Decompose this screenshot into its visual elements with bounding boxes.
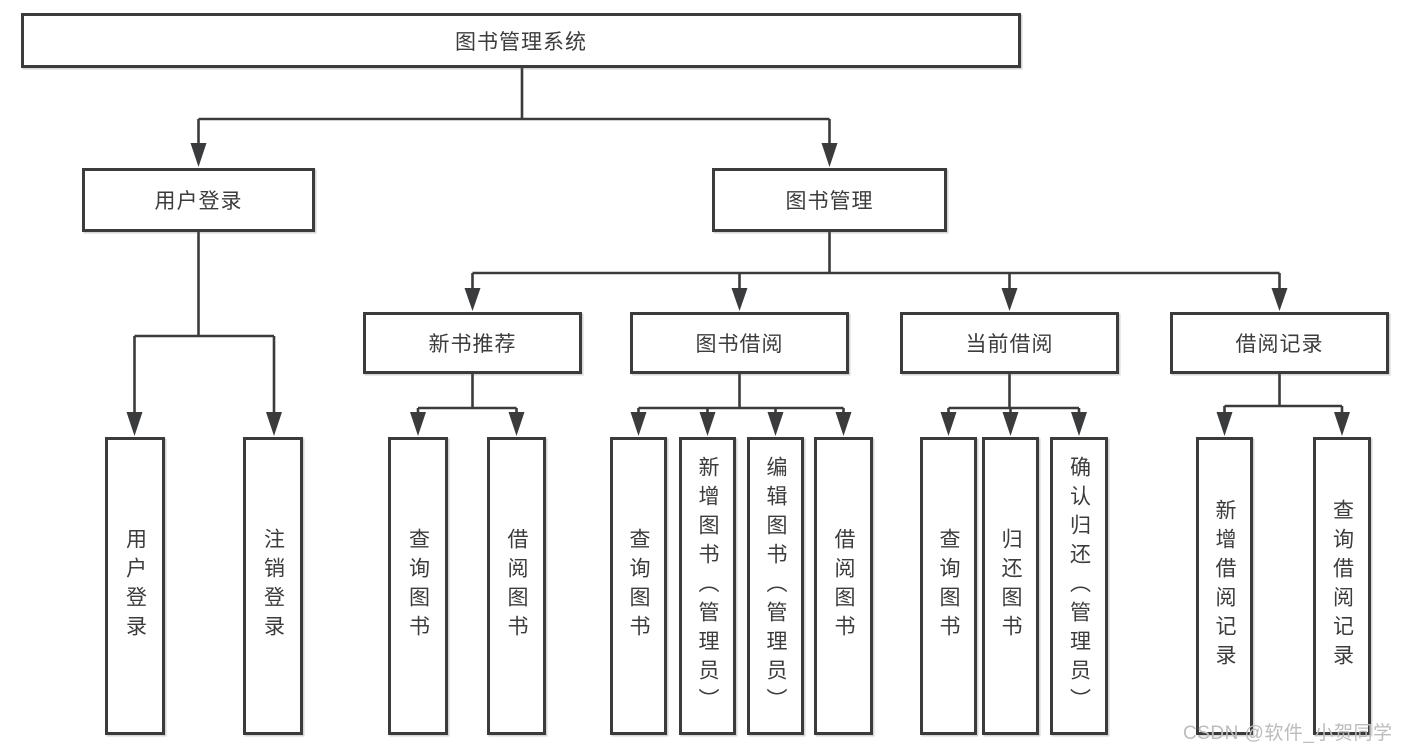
current-borrowing-node: 当前借阅 <box>900 312 1119 374</box>
leaf-add-borrow-record: 新增借阅记录 <box>1196 437 1253 735</box>
leaf-search-books-recommend: 查询图书 <box>388 437 448 735</box>
leaf-borrow-books-recommend-label: 借阅图书 <box>505 528 528 644</box>
leaf-confirm-return-admin-label: 确认归还（管理员） <box>1067 455 1091 717</box>
leaf-borrow-books-label: 借阅图书 <box>832 528 855 644</box>
user-login-node-label: 用户登录 <box>154 190 243 213</box>
leaf-search-borrow-record-label: 查询借阅记录 <box>1330 499 1354 673</box>
leaf-search-books-current-label: 查询图书 <box>937 528 960 644</box>
leaf-confirm-return-admin: 确认归还（管理员） <box>1050 437 1108 735</box>
leaf-edit-books-admin: 编辑图书（管理员） <box>747 437 804 735</box>
leaf-logout-label: 注销登录 <box>261 528 285 644</box>
current-borrowing-label: 当前借阅 <box>965 333 1054 356</box>
book-management-node-label: 图书管理 <box>785 190 874 213</box>
leaf-search-books-recommend-label: 查询图书 <box>406 528 430 644</box>
new-book-recommendation-label: 新书推荐 <box>428 333 517 356</box>
leaf-search-books-borrow: 查询图书 <box>610 437 667 735</box>
leaf-user-login: 用户登录 <box>105 437 165 735</box>
leaf-add-borrow-record-label: 新增借阅记录 <box>1213 499 1236 673</box>
leaf-borrow-books-recommend: 借阅图书 <box>487 437 546 735</box>
leaf-return-books-label: 归还图书 <box>999 528 1022 644</box>
leaf-borrow-books: 借阅图书 <box>814 437 873 735</box>
leaf-search-books-current: 查询图书 <box>920 437 977 735</box>
leaf-search-borrow-record: 查询借阅记录 <box>1313 437 1371 735</box>
user-login-node: 用户登录 <box>82 168 315 232</box>
leaf-user-login-label: 用户登录 <box>123 528 147 644</box>
leaf-return-books: 归还图书 <box>982 437 1039 735</box>
leaf-add-books-admin: 新增图书（管理员） <box>679 437 736 735</box>
root-node-label: 图书管理系统 <box>455 30 587 54</box>
new-book-recommendation-node: 新书推荐 <box>363 312 582 374</box>
borrowing-records-node: 借阅记录 <box>1170 312 1389 374</box>
leaf-add-books-admin-label: 新增图书（管理员） <box>696 455 719 717</box>
leaf-search-books-borrow-label: 查询图书 <box>627 528 650 644</box>
borrowing-records-label: 借阅记录 <box>1235 333 1324 356</box>
leaf-edit-books-admin-label: 编辑图书（管理员） <box>764 455 787 717</box>
book-borrowing-label: 图书借阅 <box>695 333 784 356</box>
leaf-logout: 注销登录 <box>243 437 303 735</box>
watermark: CSDN @软件_小贺同学 <box>1183 723 1393 744</box>
book-borrowing-node: 图书借阅 <box>630 312 849 374</box>
book-management-node: 图书管理 <box>712 168 947 232</box>
root-node: 图书管理系统 <box>21 13 1021 68</box>
